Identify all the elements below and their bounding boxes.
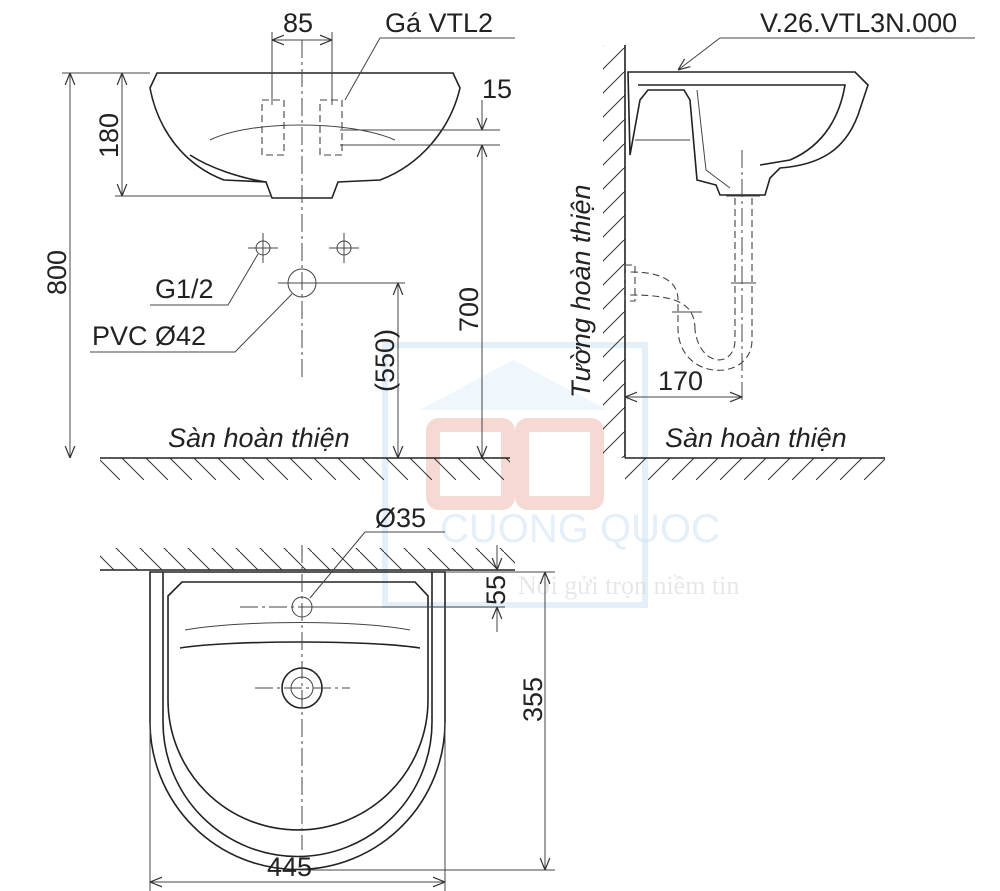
tap-hole-label: Ø35: [375, 503, 426, 533]
floor-hatch: [100, 458, 510, 480]
dim-width: 445: [267, 852, 312, 882]
dim-drain-height: (550): [370, 329, 400, 392]
drain-label: PVC Ø42: [92, 321, 206, 351]
watermark-brand: CUONG QUOC: [440, 507, 720, 551]
dim-hanger-spacing: 85: [283, 8, 313, 38]
dim-basin-height: 180: [94, 113, 124, 158]
dim-drain-from-wall: 170: [658, 366, 703, 396]
front-view: 85 Gá VTL2 15 180 800 700 (550) G1/2 PVC…: [42, 8, 515, 480]
supply-label: G1/2: [155, 274, 214, 304]
wall-label: Tường hoàn thiện: [566, 184, 596, 398]
hanger-label: Gá VTL2: [385, 8, 493, 38]
basin-side-profile: [627, 71, 869, 196]
dim-tap-offset: 55: [481, 575, 511, 605]
dim-hanger-height: 700: [454, 287, 484, 332]
side-floor-label: Sàn hoàn thiện: [665, 423, 847, 453]
dim-depth: 355: [518, 677, 548, 722]
watermark: CUONG QUOC Nơi gửi trọn niềm tin: [382, 342, 739, 608]
basin-front-outline: [149, 72, 461, 199]
wall-hatch: [603, 45, 625, 458]
watermark-slogan: Nơi gửi trọn niềm tin: [518, 571, 739, 600]
floor-label: Sàn hoàn thiện: [168, 423, 350, 453]
basin-top-outline: [149, 571, 446, 871]
model-code: V.26.VTL3N.000: [760, 8, 957, 38]
side-view: Tường hoàn thiện V.26.VTL3N.000 170 Sàn …: [566, 8, 975, 480]
top-view: Ø35 55 355 445: [100, 503, 555, 891]
dim-total-height: 800: [42, 250, 72, 295]
dim-offset: 15: [482, 74, 512, 104]
